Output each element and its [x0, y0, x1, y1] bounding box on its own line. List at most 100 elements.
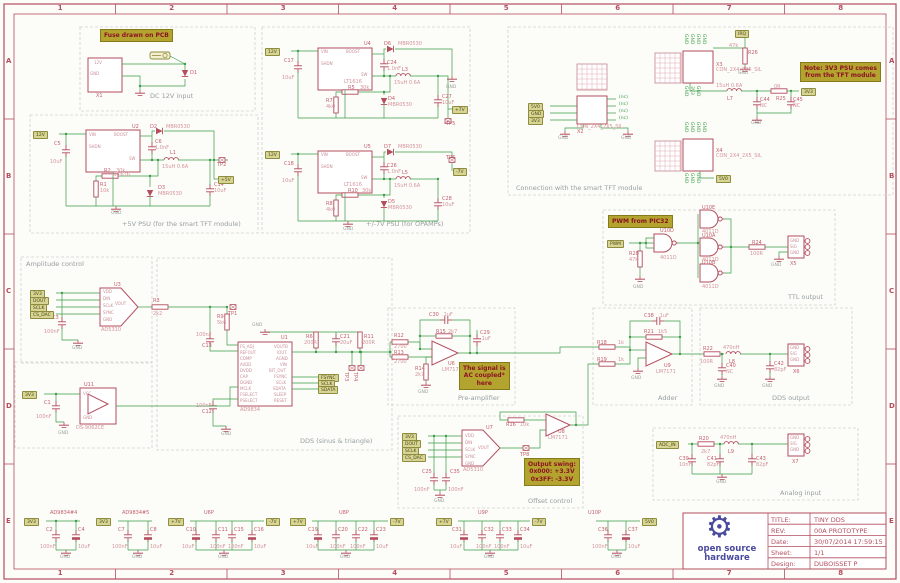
gnd-label: GND — [714, 384, 725, 389]
value-label: 10uF — [282, 178, 295, 184]
net-tag: SDATA — [318, 386, 339, 395]
title-field-label: Design: — [771, 560, 796, 569]
ic-symbol — [682, 50, 714, 84]
gnd-label: GND — [558, 136, 569, 141]
capacitor-symbol — [332, 334, 340, 346]
gnd-label: GND — [716, 480, 727, 485]
ic-symbol — [576, 95, 608, 125]
section-label-tft: Connection with the smart TFT module — [516, 184, 643, 192]
ref-label: R19 — [597, 357, 607, 363]
net-label: (nc) — [619, 95, 628, 100]
ref-label: U8P — [339, 510, 349, 516]
value-label: 1k — [618, 340, 625, 346]
value-label: DS-9062CE — [76, 425, 105, 431]
frame-col-label: 8 — [838, 4, 844, 12]
ref-label: C40 — [726, 363, 736, 369]
ref-label: C2 — [46, 527, 53, 533]
wire — [513, 346, 599, 354]
gnd-label: GND — [611, 555, 622, 560]
wire — [689, 83, 727, 92]
pin-label: 12V — [94, 60, 102, 65]
ref-label: D7 — [384, 144, 392, 150]
inductor-symbol — [726, 88, 742, 92]
pin-label: COMP — [240, 356, 252, 361]
wire — [335, 194, 342, 200]
value-label: 10uF — [306, 544, 319, 550]
wire — [699, 171, 714, 179]
wire — [213, 160, 218, 180]
ground-symbol — [135, 90, 145, 96]
frame-col-label: 8 — [838, 569, 844, 577]
title-field-value: DUBOISSET P — [814, 560, 858, 569]
net-label: (nc) — [619, 116, 628, 121]
section-label-psu5: +5V PSU (for the smart TFT module) — [122, 220, 241, 228]
wire — [640, 237, 654, 244]
capacitor-symbol — [212, 530, 220, 542]
value-label: LM7171 — [442, 367, 462, 373]
pin-label: VOUTB — [274, 344, 288, 349]
ref-label: R15 — [436, 329, 446, 335]
gnd-label: GND — [621, 136, 632, 141]
value-label: NC — [726, 369, 734, 375]
ref-label: R11 — [364, 334, 374, 340]
ref-label: R13 — [394, 350, 404, 356]
ref-label: R16 — [506, 422, 516, 428]
frame-row-label: D — [6, 401, 12, 410]
ground-symbol — [774, 256, 784, 262]
ref-label: R18 — [597, 340, 607, 346]
value-label: 82pF — [707, 462, 720, 468]
value-label: 10uF — [50, 159, 63, 165]
ref-label: X2 — [577, 129, 584, 135]
value-label: 10uF — [442, 100, 455, 106]
ref-label: U6P — [204, 510, 214, 516]
resistor-symbol — [151, 304, 169, 310]
value-label: 10uF — [254, 544, 267, 550]
section-label-offset: Offset control — [528, 497, 573, 505]
value-label: 15uH 0.6A — [394, 80, 421, 86]
ref-label: C18 — [284, 161, 294, 167]
ref-label: C43 — [756, 456, 766, 462]
pin-label: VIN — [321, 152, 328, 157]
value-label: 2k2 — [153, 311, 163, 317]
ref-label: C14 — [214, 182, 224, 188]
value-label: .1uF — [658, 313, 669, 319]
frame-col-label: 1 — [57, 4, 63, 12]
net-label: 3V3 — [689, 86, 694, 95]
dac-symbol — [461, 429, 501, 467]
title-field-value: TINY DDS — [814, 515, 845, 524]
pin-label: GND — [790, 250, 800, 255]
capacitor-symbol — [58, 317, 66, 329]
ref-label: U6 — [448, 361, 455, 367]
ref-label: C8 — [150, 527, 157, 533]
inductor-symbol — [725, 351, 741, 355]
testpoint-symbol — [218, 157, 226, 163]
net-tag: IRQ — [735, 30, 749, 39]
net-tag: 5V0 — [642, 518, 657, 527]
pin-label: SDATA — [273, 386, 286, 391]
ground-symbol — [73, 340, 83, 346]
connector-symbol — [787, 343, 811, 367]
diode-symbol — [156, 127, 163, 135]
capacitor-symbol — [380, 162, 388, 174]
ref-label: TP8 — [520, 452, 530, 458]
diode-symbol — [380, 201, 388, 208]
value-label: 30k — [360, 85, 370, 91]
pin-label: SW — [361, 72, 368, 77]
annotation-note-line: from the TFT module — [805, 72, 876, 79]
value-label: 4011D — [660, 255, 677, 261]
section-label-preamp: Pre-amplifier — [458, 394, 500, 402]
net-tag: -7V — [390, 518, 404, 527]
frame-col-label: 4 — [392, 569, 398, 577]
wire — [118, 160, 159, 177]
ref-label: L5 — [402, 170, 408, 176]
pin-label: GND — [103, 317, 113, 322]
frame-row-label: A — [889, 56, 895, 65]
wire — [500, 429, 546, 449]
inductor-symbol — [395, 176, 411, 180]
gnd-label: GND — [762, 384, 773, 389]
title-field-label: Sheet: — [771, 549, 792, 558]
frame-col-label: 6 — [615, 4, 621, 12]
